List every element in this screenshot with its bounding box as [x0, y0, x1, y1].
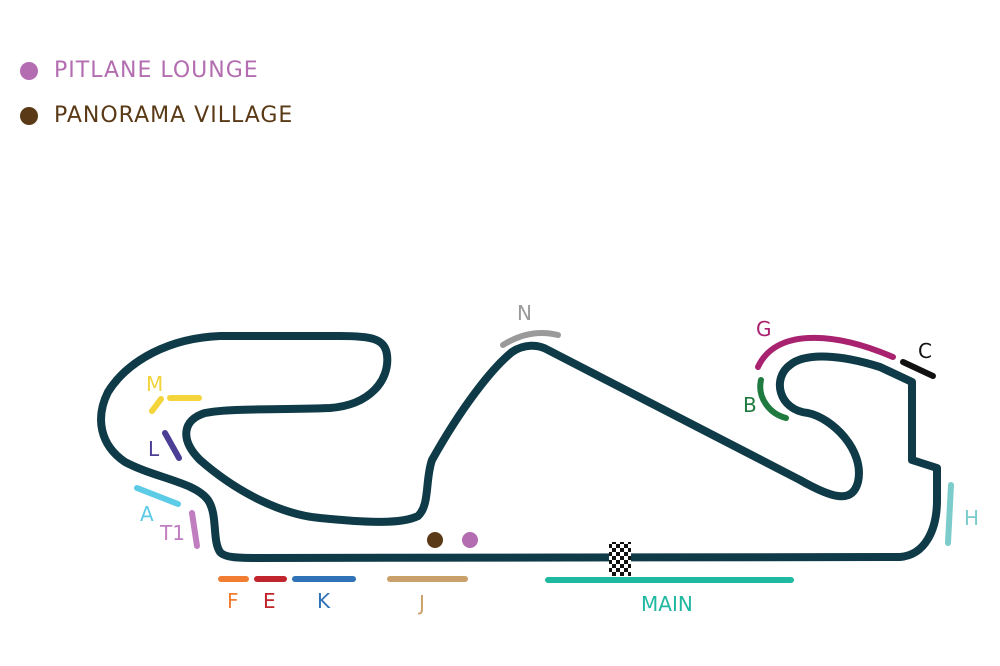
grandstand-h-label: H — [964, 506, 979, 530]
grandstand-g[interactable] — [755, 334, 896, 370]
legend: PITLANE LOUNGE PANORAMA VILLAGE — [20, 48, 293, 138]
grandstand-f-label: F — [227, 589, 239, 613]
grandstand-l[interactable] — [162, 430, 182, 461]
grandstand-t1-label: T1 — [159, 521, 185, 545]
checkered-flag-icon — [609, 542, 631, 576]
race-track — [97, 332, 941, 562]
grandstand-b[interactable] — [757, 377, 789, 421]
grandstand-t1[interactable] — [189, 510, 200, 549]
panorama-village-marker[interactable] — [427, 532, 443, 548]
grandstand-e-label: E — [263, 589, 276, 613]
grandstand-a-label: A — [140, 502, 154, 526]
legend-label-pitlane-lounge: PITLANE LOUNGE — [54, 58, 259, 83]
grandstand-a[interactable] — [134, 485, 181, 507]
pitlane-lounge-marker[interactable] — [462, 532, 478, 548]
pitlane-lounge-dot-icon — [20, 61, 38, 80]
grandstand-main-label: MAIN — [641, 592, 693, 616]
grandstand-k-label: K — [317, 589, 331, 613]
grandstand-n-label: N — [517, 301, 532, 325]
grandstand-j-label: J — [417, 591, 425, 615]
panorama-village-dot-icon — [20, 106, 38, 125]
grandstand-c[interactable] — [900, 359, 936, 379]
grandstand-h[interactable] — [945, 482, 954, 546]
grandstand-n[interactable] — [500, 330, 561, 348]
legend-label-panorama-village: PANORAMA VILLAGE — [54, 103, 294, 128]
grandstand-b-label: B — [743, 393, 757, 417]
legend-item-panorama-village: PANORAMA VILLAGE — [20, 93, 293, 138]
grandstand-g-label: G — [756, 317, 772, 341]
legend-item-pitlane-lounge: PITLANE LOUNGE — [20, 48, 293, 93]
grandstand-m-1[interactable] — [149, 396, 164, 414]
grandstand-c-label: C — [918, 339, 932, 363]
grandstand-l-label: L — [148, 437, 160, 461]
grandstand-m-label: M — [146, 372, 163, 396]
